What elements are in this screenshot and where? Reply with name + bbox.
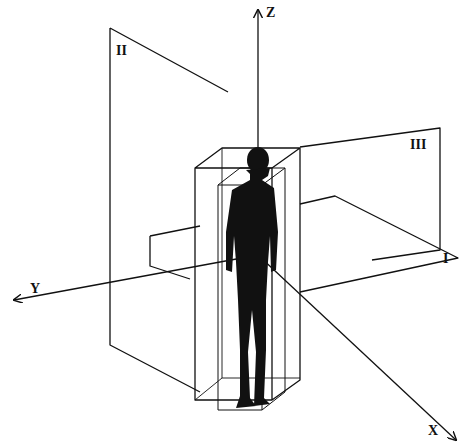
plane-label: I [443, 252, 448, 266]
plane-i [150, 196, 458, 292]
plane-label: III [410, 138, 426, 152]
x-axis [258, 255, 456, 440]
human-silhouette [226, 147, 278, 408]
axis-label: X [428, 424, 438, 438]
plane-ii [110, 28, 228, 392]
plane-label: II [116, 44, 127, 58]
inner-prism [218, 168, 285, 410]
plane-iii [300, 128, 440, 260]
axis-label: Y [30, 282, 40, 296]
y-axis [14, 255, 258, 300]
axis-label: Z [266, 6, 275, 20]
